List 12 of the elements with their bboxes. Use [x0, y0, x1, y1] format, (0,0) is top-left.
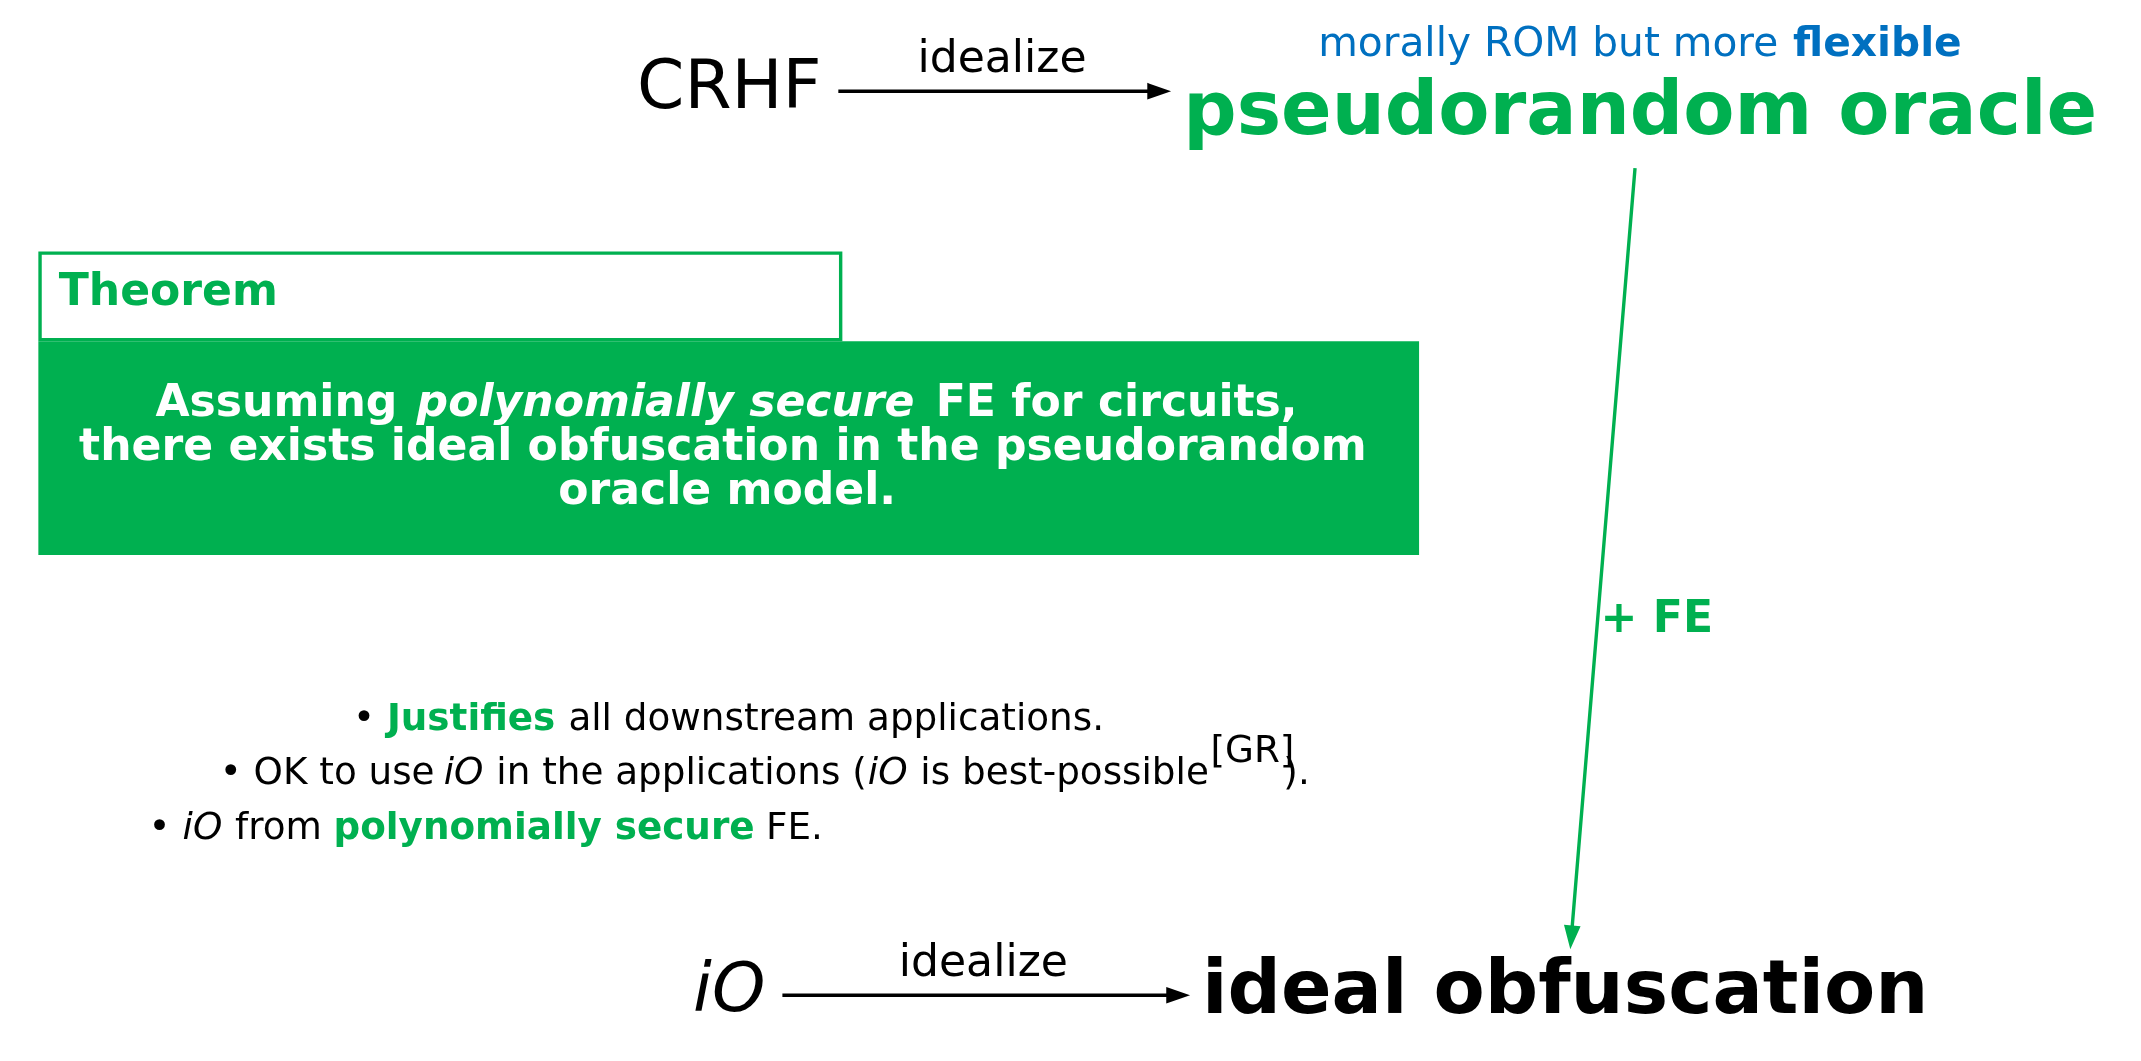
edge-label: idealize — [898, 935, 1068, 987]
edge-label: idealize — [917, 31, 1087, 83]
node-text: iO — [693, 947, 766, 1027]
arrow — [1563, 168, 1637, 950]
label: • iO from polynomially secure FE. — [148, 803, 823, 848]
arrow — [838, 82, 1172, 100]
arrow — [782, 986, 1191, 1004]
node-text: CRHF — [637, 45, 822, 125]
node-text: pseudorandom oracle — [1183, 64, 2098, 152]
node-text: ideal obfuscation — [1201, 943, 1929, 1031]
edge-label: + FE — [1600, 590, 1714, 642]
node-label: morally ROM but more flexible — [1318, 17, 1962, 66]
